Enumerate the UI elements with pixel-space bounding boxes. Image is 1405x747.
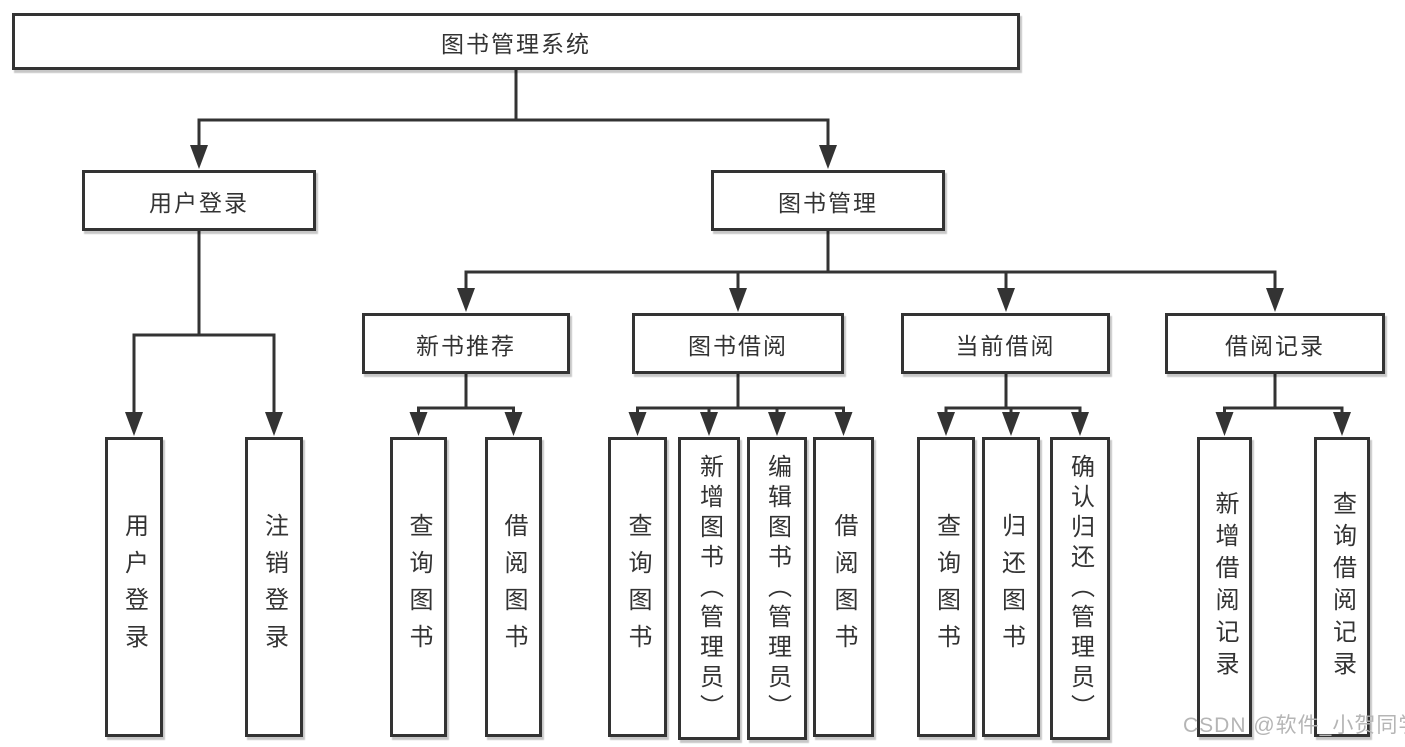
node-label: 确认归还（管理员）	[1066, 453, 1094, 724]
node-label: 借阅图书	[830, 513, 857, 661]
csdn-watermark: CSDN @软件_小贺同学	[1183, 714, 1405, 737]
node-label: 图书管理系统	[441, 30, 591, 57]
node-book-borrowing: 图书借阅	[632, 313, 844, 374]
node-label: 当前借阅	[955, 332, 1056, 359]
node-label: 用户登录	[120, 513, 148, 661]
node-label: 查询图书	[624, 513, 651, 661]
node-label: 用户登录	[149, 189, 249, 216]
node-label: 图书管理	[778, 189, 878, 216]
node-label: 图书借阅	[688, 332, 788, 359]
node-user-login-branch: 用户登录	[82, 170, 316, 231]
leaf-logout: 注销登录	[245, 437, 303, 737]
leaf-borrow-book-1: 借阅图书	[485, 437, 542, 737]
leaf-query-book-2: 查询图书	[608, 437, 667, 737]
node-label: 查询图书	[932, 513, 960, 661]
leaf-user-login: 用户登录	[105, 437, 163, 737]
leaf-confirm-return-admin: 确认归还（管理员）	[1050, 437, 1110, 740]
arrow-down-icons	[125, 145, 1351, 436]
leaf-return-book: 归还图书	[982, 437, 1040, 737]
leaf-query-book-1: 查询图书	[390, 437, 447, 737]
node-label: 新增借阅记录	[1211, 491, 1238, 683]
tree-edges	[132, 68, 1344, 416]
node-library-management-system: 图书管理系统	[12, 13, 1020, 70]
node-label: 编辑图书（管理员）	[763, 453, 791, 724]
node-label: 新书推荐	[416, 332, 516, 359]
leaf-add-borrow-record: 新增借阅记录	[1197, 437, 1252, 737]
node-label: 归还图书	[997, 513, 1025, 661]
leaf-query-book-3: 查询图书	[917, 437, 975, 737]
node-label: 查询图书	[405, 513, 432, 661]
node-label: 注销登录	[260, 513, 288, 661]
leaf-add-book-admin: 新增图书（管理员）	[678, 437, 740, 740]
node-new-book-recommendation: 新书推荐	[362, 313, 570, 374]
leaf-query-borrow-record: 查询借阅记录	[1314, 437, 1370, 737]
node-label: 借阅图书	[500, 513, 527, 661]
leaf-borrow-book-2: 借阅图书	[813, 437, 874, 737]
node-label: 查询借阅记录	[1328, 491, 1356, 683]
node-borrowing-records: 借阅记录	[1165, 313, 1385, 374]
node-book-management-branch: 图书管理	[711, 170, 945, 231]
node-label: 借阅记录	[1225, 332, 1325, 359]
node-current-borrowing: 当前借阅	[901, 313, 1110, 374]
node-label: 新增图书（管理员）	[695, 453, 723, 724]
leaf-edit-book-admin: 编辑图书（管理员）	[747, 437, 807, 740]
